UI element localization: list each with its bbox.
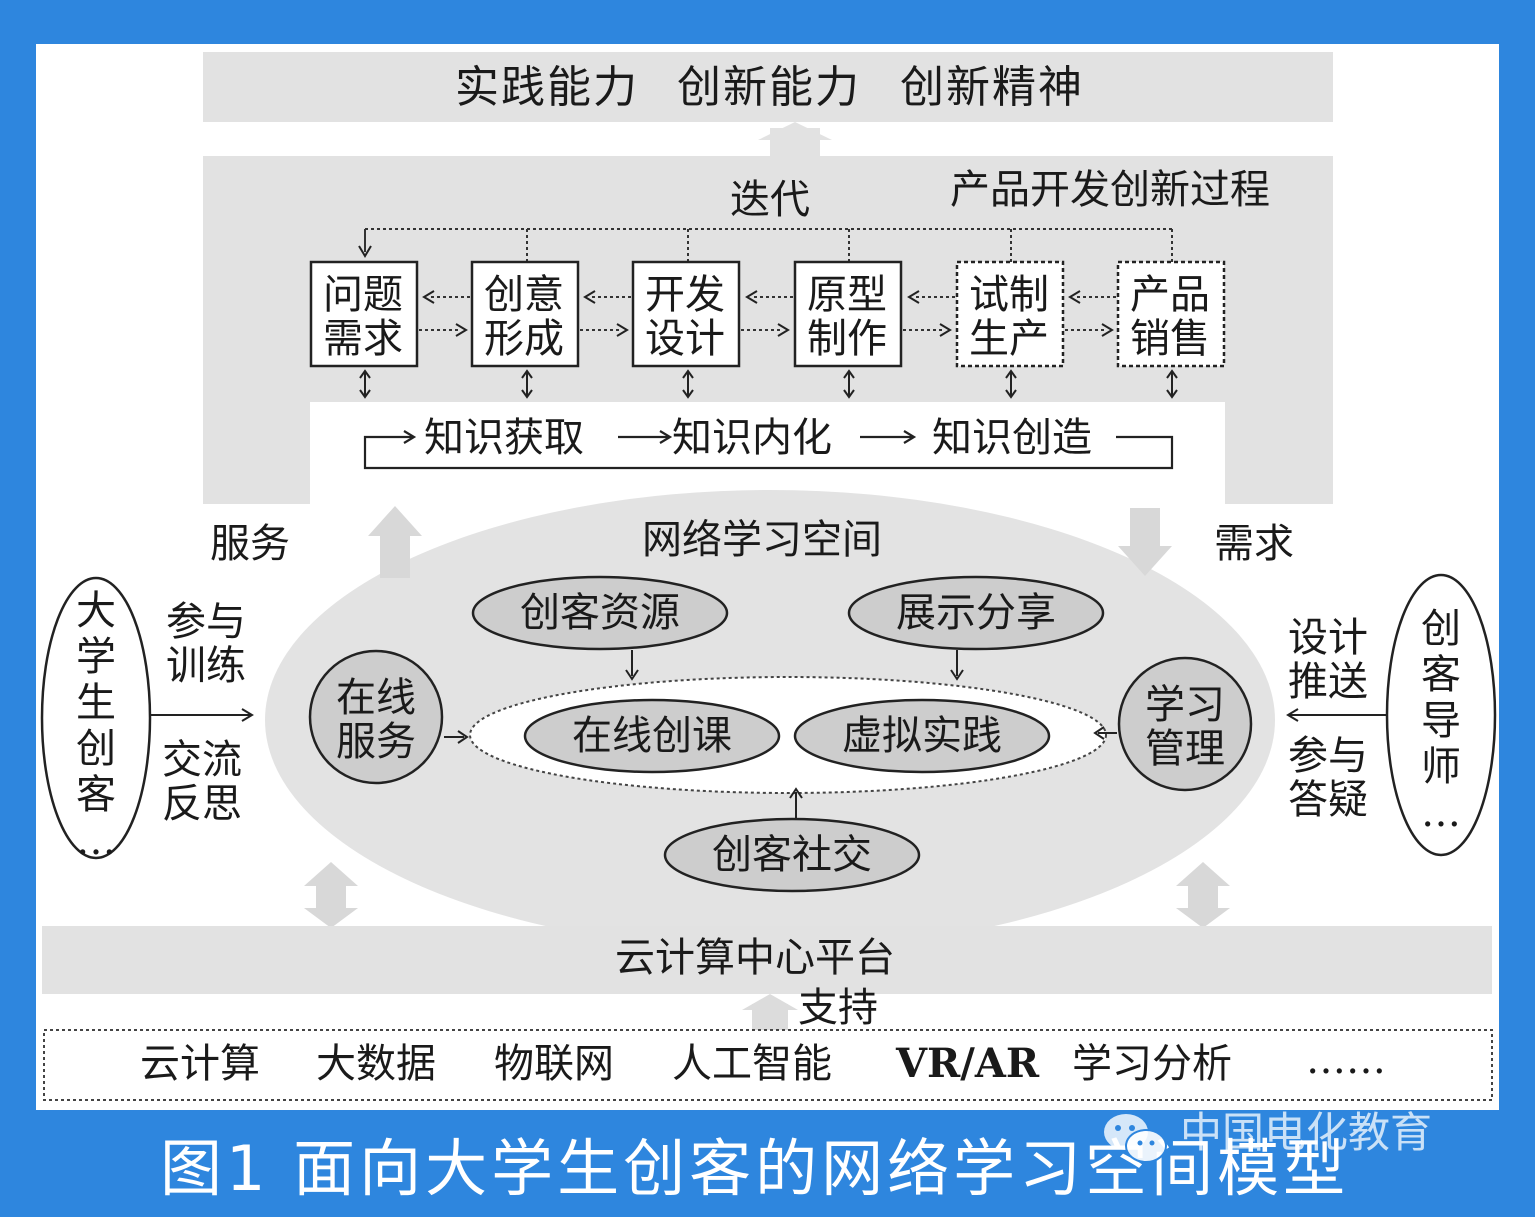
tech-learning-analytics: 学习分析 [1072, 1041, 1232, 1087]
technology-box [43, 1029, 1493, 1101]
stage-arrowheads [422, 290, 1114, 337]
knowledge-cycle [363, 430, 1174, 470]
outcomes-bar [203, 52, 1333, 122]
knowledge-internalize: 知识内化 [672, 415, 832, 461]
demand-label: 需求 [1214, 521, 1294, 567]
stage-2-text: 创意形成 [484, 272, 564, 362]
stage-box-4 [793, 260, 903, 368]
mentors-label: 创 客 导 师 … [1421, 606, 1461, 836]
watermark: 中国电化教育 [1180, 1108, 1433, 1157]
online-course-node [523, 698, 781, 774]
outcome-practice: 实践能力 [455, 62, 639, 113]
platform-link-right [1176, 862, 1230, 928]
knowledge-create: 知识创造 [932, 415, 1092, 461]
iteration-arrowhead [358, 245, 372, 258]
resources-node [471, 575, 729, 651]
stage-box-1 [309, 260, 419, 368]
virtual-practice-text: 虚拟实践 [842, 713, 1002, 759]
tech-cloud: 云计算 [140, 1041, 260, 1087]
students-actions-bottom: 交流反思 [162, 737, 242, 827]
stage-6-text: 产品销售 [1130, 272, 1210, 362]
figure-caption: 图1 面向大学生创客的网络学习空间模型 [160, 1132, 1350, 1205]
tech-iot: 物联网 [494, 1041, 614, 1087]
knowledge-acquire: 知识获取 [424, 415, 584, 461]
platform-bar [42, 926, 1492, 994]
students-ellipse [40, 576, 152, 860]
virtual-practice-node [793, 698, 1051, 774]
wechat-icon [1104, 1114, 1167, 1163]
support-label: 支持 [798, 985, 878, 1031]
tech-more: …… [1306, 1037, 1386, 1083]
online-service-text: 在线服务 [336, 675, 416, 765]
platform-link-left [304, 862, 358, 928]
stage-1-text: 问题需求 [323, 272, 403, 362]
learning-mgmt-node [1117, 656, 1253, 792]
process-title: 产品开发创新过程 [950, 167, 1270, 213]
stage-4-text: 原型制作 [807, 272, 887, 362]
social-text: 创客社交 [712, 832, 872, 878]
tech-bigdata: 大数据 [316, 1041, 436, 1087]
stage-boxes [309, 260, 1226, 368]
iteration-loop [364, 228, 1173, 262]
students-label: 大 学 生 创 客 … [76, 588, 116, 864]
online-course-text: 在线创课 [572, 713, 732, 759]
stage-5-text: 试制生产 [969, 272, 1049, 362]
iterate-label: 迭代 [730, 177, 810, 223]
mentors-actions-top: 设计推送 [1288, 615, 1368, 705]
stage-knowledge-arrows [359, 369, 1178, 399]
tech-ai: 人工智能 [672, 1041, 832, 1087]
network-space-title: 网络学习空间 [642, 517, 882, 563]
service-arrow [368, 506, 422, 578]
resources-text: 创客资源 [520, 590, 680, 636]
stage-arrows [419, 296, 1116, 331]
stage-box-5 [955, 260, 1065, 368]
service-label: 服务 [210, 521, 290, 567]
demand-arrow [1118, 508, 1172, 576]
stage-box-6 [1116, 260, 1226, 368]
tech-vrar: VR/AR [896, 1040, 1040, 1087]
students-actions-top: 参与训练 [166, 599, 246, 689]
social-node [663, 817, 921, 893]
stage-3-text: 开发设计 [645, 272, 725, 362]
showcase-text: 展示分享 [896, 590, 1056, 636]
stage-box-3 [631, 260, 741, 368]
support-arrow-head [742, 994, 798, 1010]
outcome-innovation: 创新能力 [677, 62, 861, 113]
online-service-node [308, 649, 444, 785]
up-arrow-head [758, 122, 832, 140]
platform-title: 云计算中心平台 [615, 935, 895, 981]
showcase-node [847, 575, 1105, 651]
learning-mgmt-text: 学习管理 [1145, 682, 1225, 772]
outcome-spirit: 创新精神 [900, 62, 1084, 113]
stage-box-2 [470, 260, 580, 368]
mentors-actions-bottom: 参与答疑 [1288, 733, 1368, 823]
